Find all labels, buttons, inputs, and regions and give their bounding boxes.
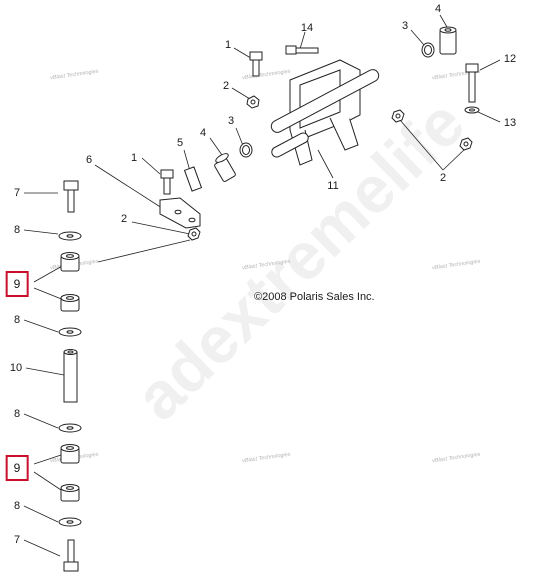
leader-line [94, 164, 166, 211]
leader-line [131, 221, 191, 235]
callout-label: 7 [13, 187, 21, 199]
nut-2 [187, 227, 201, 241]
callout-label: 6 [85, 154, 93, 166]
bolt-7-top [63, 180, 79, 213]
leader-line [33, 453, 65, 465]
leader-line [410, 29, 425, 46]
callout-label: 8 [13, 408, 21, 420]
bolt-12 [465, 63, 479, 103]
nut-2 [459, 137, 473, 151]
bushing-9 [60, 294, 80, 312]
callout-label: 2 [439, 172, 447, 184]
copyright-notice: ©2008 Polaris Sales Inc. [254, 291, 375, 303]
bracket-6 [159, 197, 201, 229]
callout-label: 1 [130, 152, 138, 164]
callout-label: 2 [222, 80, 230, 92]
callout-label: 3 [227, 115, 235, 127]
leader-line [209, 137, 223, 156]
leader-line [299, 31, 306, 50]
leader-line [23, 319, 59, 333]
washer-8 [58, 231, 82, 241]
bushing-4 [214, 153, 236, 182]
o-ring-3 [239, 142, 253, 158]
washer-13 [464, 106, 480, 114]
leader-line [442, 147, 467, 171]
frame-assembly-11 [270, 59, 380, 166]
callout-label: 8 [13, 224, 21, 236]
bushing-9 [60, 252, 80, 272]
bolt-1 [160, 169, 174, 195]
leader-line [33, 287, 65, 301]
callout-label: 7 [13, 534, 21, 546]
nut-2 [246, 95, 260, 109]
callout-label: 14 [300, 22, 314, 34]
leader-line [23, 229, 59, 235]
washer-8 [58, 423, 82, 433]
o-ring-3 [421, 42, 435, 58]
pin-5 [183, 166, 203, 192]
bolt-7-bottom [63, 539, 79, 572]
leader-line [399, 119, 444, 171]
nut-2 [391, 109, 405, 123]
leader-line [23, 539, 61, 557]
callout-label: 8 [13, 500, 21, 512]
leader-line [479, 59, 501, 71]
leader-line [439, 14, 448, 28]
callout-label: 11 [327, 180, 339, 192]
leader-line [23, 505, 59, 523]
leader-line [23, 413, 59, 429]
callout-label: 3 [401, 20, 409, 32]
bushing-4 [439, 26, 457, 55]
washer-8 [58, 517, 82, 527]
washer-8 [58, 327, 82, 337]
callout-label: 4 [199, 127, 207, 139]
callout-label: 8 [13, 314, 21, 326]
leader-line [141, 157, 161, 175]
callout-label: 12 [503, 53, 517, 65]
leader-line [33, 264, 65, 283]
callout-label: 1 [224, 39, 232, 51]
highlighted-callout-9: 9 [5, 455, 29, 481]
callout-label: 13 [503, 117, 517, 129]
leader-line [25, 367, 65, 376]
leader-line [477, 111, 501, 123]
leader-line [33, 471, 65, 493]
leader-line [97, 239, 191, 263]
callout-label: 5 [176, 137, 184, 149]
callout-label: 10 [9, 362, 23, 374]
callout-label: 2 [120, 213, 128, 225]
highlighted-callout-9: 9 [5, 271, 29, 297]
callout-label: 4 [434, 3, 442, 15]
bushing-9 [60, 484, 80, 502]
bolt-14 [285, 45, 319, 55]
bushing-9 [60, 444, 80, 464]
leader-line [231, 87, 251, 100]
leader-line [317, 149, 334, 179]
spacer-tube-10 [63, 349, 78, 403]
bolt-1 [249, 51, 263, 77]
